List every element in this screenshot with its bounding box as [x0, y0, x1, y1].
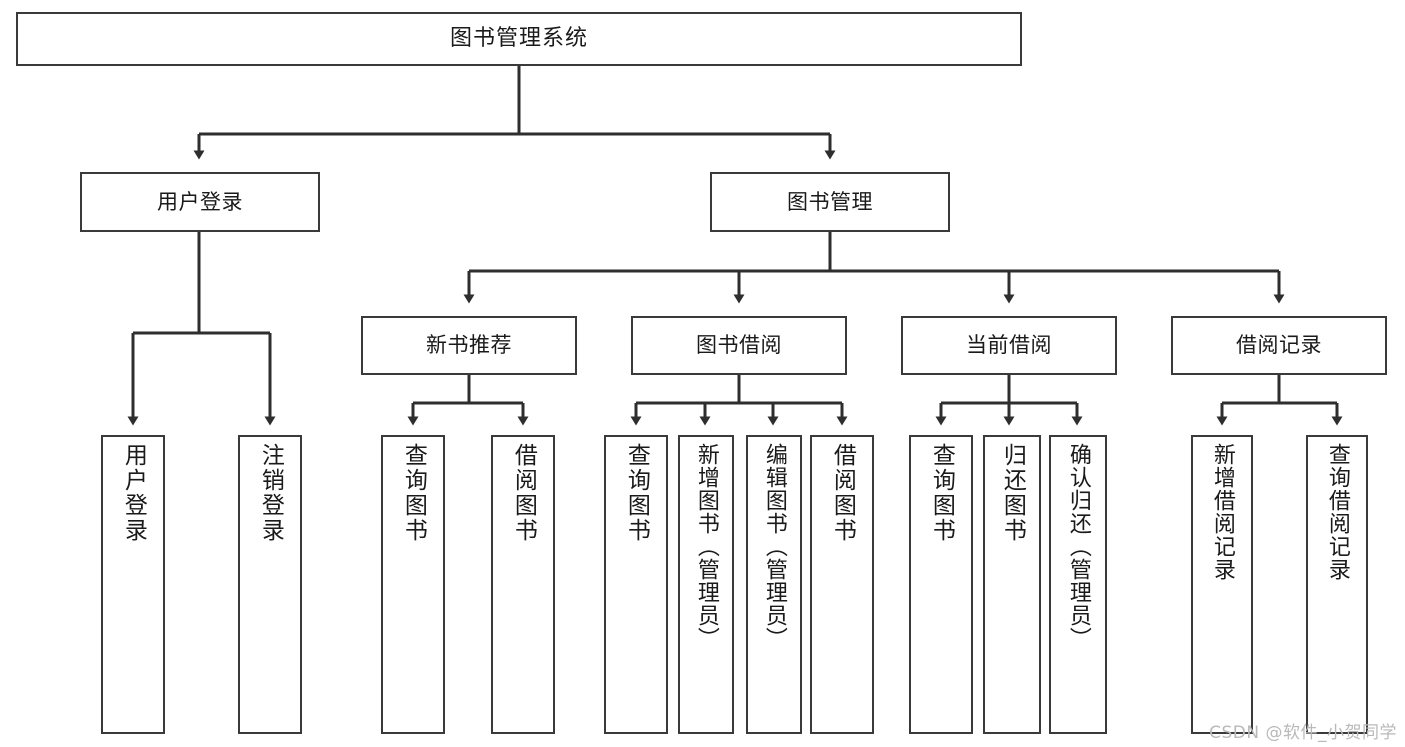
leaf-current-borrow-query-label: 查询图书: [928, 443, 955, 543]
node-new-book-recommend-label: 新书推荐: [426, 333, 512, 358]
leaf-book-borrow-edit[interactable]: 编辑图书（管理员）: [746, 435, 802, 734]
leaf-current-borrow-confirm[interactable]: 确认归还（管理员）: [1049, 435, 1107, 734]
leaf-user-login-login[interactable]: 用户登录: [101, 435, 165, 734]
node-root-system[interactable]: 图书管理系统: [16, 12, 1022, 66]
leaf-new-book-query[interactable]: 查询图书: [381, 435, 445, 734]
leaf-book-borrow-query-label: 查询图书: [623, 443, 650, 543]
leaf-borrow-record-query[interactable]: 查询借阅记录: [1306, 435, 1368, 734]
node-root-system-label: 图书管理系统: [449, 26, 588, 52]
node-book-manage-label: 图书管理: [787, 189, 873, 214]
node-book-manage[interactable]: 图书管理: [710, 172, 950, 232]
leaf-book-borrow-add-label: 新增图书（管理员）: [693, 443, 719, 650]
leaf-user-login-logout[interactable]: 注销登录: [238, 435, 302, 734]
leaf-current-borrow-confirm-label: 确认归还（管理员）: [1065, 443, 1091, 650]
node-borrow-record[interactable]: 借阅记录: [1171, 316, 1387, 375]
node-book-borrow[interactable]: 图书借阅: [631, 316, 847, 375]
leaf-new-book-borrow[interactable]: 借阅图书: [491, 435, 555, 734]
leaf-borrow-record-add[interactable]: 新增借阅记录: [1191, 435, 1253, 734]
node-current-borrow-label: 当前借阅: [966, 333, 1052, 358]
leaf-user-login-logout-label: 注销登录: [257, 443, 284, 543]
watermark-text: CSDN @软件_小贺同学: [1209, 723, 1397, 743]
leaf-book-borrow-edit-label: 编辑图书（管理员）: [761, 443, 787, 650]
node-user-login[interactable]: 用户登录: [80, 172, 320, 232]
node-current-borrow[interactable]: 当前借阅: [901, 316, 1117, 375]
leaf-current-borrow-return-label: 归还图书: [999, 443, 1026, 543]
leaf-current-borrow-return[interactable]: 归还图书: [983, 435, 1041, 734]
leaf-user-login-login-label: 用户登录: [120, 443, 147, 543]
leaf-book-borrow-query[interactable]: 查询图书: [604, 435, 668, 734]
leaf-book-borrow-borrow-label: 借阅图书: [829, 443, 856, 543]
leaf-new-book-borrow-label: 借阅图书: [510, 443, 537, 543]
node-borrow-record-label: 借阅记录: [1236, 333, 1322, 358]
node-user-login-label: 用户登录: [157, 189, 243, 214]
leaf-book-borrow-borrow[interactable]: 借阅图书: [810, 435, 874, 734]
node-book-borrow-label: 图书借阅: [696, 333, 782, 358]
node-new-book-recommend[interactable]: 新书推荐: [361, 316, 577, 375]
leaf-borrow-record-add-label: 新增借阅记录: [1209, 443, 1235, 581]
leaf-borrow-record-query-label: 查询借阅记录: [1324, 443, 1350, 581]
leaf-new-book-query-label: 查询图书: [400, 443, 427, 543]
leaf-current-borrow-query[interactable]: 查询图书: [909, 435, 973, 734]
leaf-book-borrow-add[interactable]: 新增图书（管理员）: [678, 435, 734, 734]
